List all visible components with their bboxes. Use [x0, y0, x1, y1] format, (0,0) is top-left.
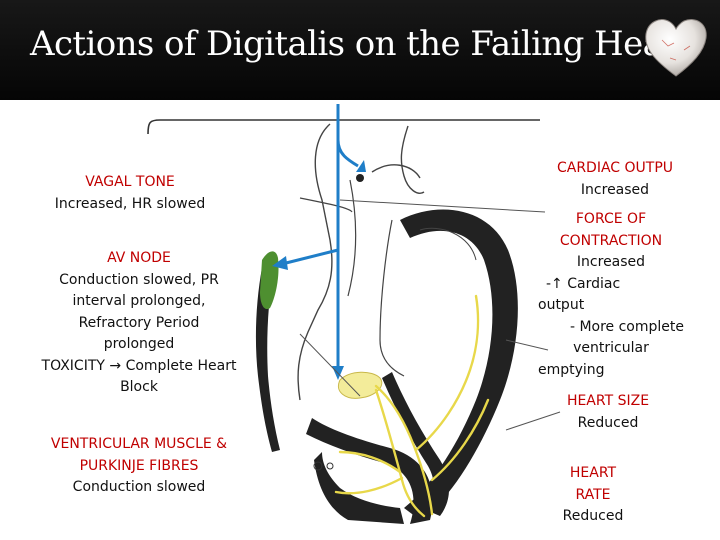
slide-title: Actions of Digitalis on the Failing Hear…: [30, 24, 692, 64]
cardiac-output-heading: CARDIAC OUTPU: [556, 160, 674, 176]
force-line-6: emptying: [538, 361, 605, 378]
force-line-1: Increased: [576, 254, 646, 270]
sa-node: [260, 251, 279, 310]
title-bar: Actions of Digitalis on the Failing Hear…: [0, 0, 720, 100]
septum: [382, 372, 449, 516]
label-heart-size: HEART SIZE Reduced: [548, 391, 668, 434]
force-line-5: ventricular: [573, 340, 649, 356]
ventricular-heading-1: VENTRICULAR MUSCLE &: [50, 436, 228, 452]
label-cardiac-output: CARDIAC OUTPU Increased: [545, 158, 685, 201]
right-arrow-icon: →: [109, 357, 122, 374]
vagal-tone-body: Increased, HR slowed: [54, 195, 206, 212]
force-line-3: output: [538, 297, 585, 313]
arrow-head-top: [356, 160, 366, 172]
aorta-outline: [297, 123, 333, 401]
ventricular-body: Conduction slowed: [72, 479, 206, 495]
force-line-2: -↑ Cardiac: [546, 275, 621, 292]
av-node-line-4: prolonged: [103, 336, 175, 352]
heart-logo-icon: [645, 19, 707, 77]
av-node-blob: [338, 371, 383, 399]
label-av-node: AV NODE Conduction slowed, PR interval p…: [18, 248, 260, 399]
right-ventricle-wall: [306, 418, 433, 524]
right-atrial-wall: [255, 268, 280, 452]
force-heading-1: FORCE OF: [575, 211, 647, 227]
label-heart-rate: HEART RATE Reduced: [548, 463, 638, 528]
av-node-line-3: Refractory Period: [78, 314, 200, 331]
diagram-top-line: [147, 119, 540, 135]
heart-size-heading: HEART SIZE: [566, 393, 650, 409]
arrow-head-sa: [272, 256, 288, 270]
label-ventricular: VENTRICULAR MUSCLE & PURKINJE FIBRES Con…: [18, 434, 260, 499]
heart-rate-heading-1: HEART: [569, 465, 617, 481]
toxicity-suffix: Complete Heart: [125, 357, 237, 374]
av-node-toxicity: TOXICITY → Complete Heart: [18, 356, 260, 378]
force-heading-2: CONTRACTION: [559, 232, 663, 249]
vagal-tone-heading: VAGAL TONE: [85, 174, 175, 190]
purkinje-fibres: [334, 294, 490, 518]
cardiac-output-body: Increased: [580, 181, 650, 198]
label-vagal-tone: VAGAL TONE Increased, HR slowed: [30, 172, 230, 215]
heart-rate-heading-2: RATE: [575, 486, 611, 503]
heart-rate-body: Reduced: [562, 508, 624, 524]
av-node-line-1: Conduction slowed, PR: [59, 271, 219, 288]
heart-diagram: [147, 104, 561, 524]
heart-size-body: Reduced: [577, 414, 639, 431]
left-ventricle-wall: [400, 209, 518, 521]
label-force: FORCE OF CONTRACTION Increased -↑ Cardia…: [538, 209, 684, 381]
vagal-arrows: [281, 104, 359, 370]
ventricular-heading-2: PURKINJE FIBRES: [79, 457, 199, 474]
av-node-heading: AV NODE: [107, 250, 171, 266]
toxicity-prefix: TOXICITY: [41, 357, 105, 374]
av-node-line-2: interval prolonged,: [72, 293, 206, 309]
av-node-toxicity-line-2: Block: [120, 379, 158, 395]
force-line-4: - More complete: [569, 318, 684, 335]
